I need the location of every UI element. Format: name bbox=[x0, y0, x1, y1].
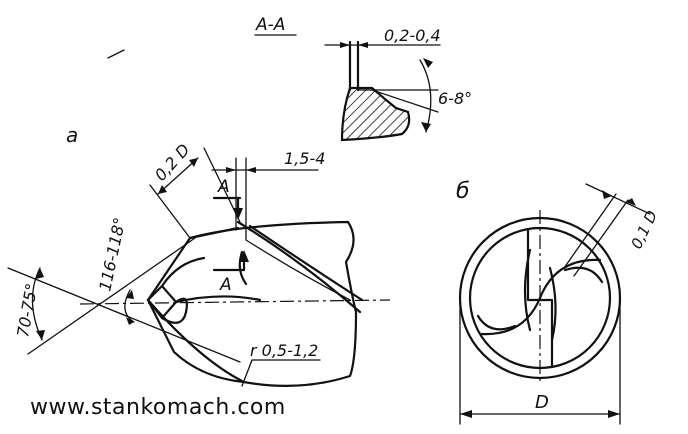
angle-116-arc bbox=[124, 289, 135, 323]
dim-01d-line bbox=[585, 183, 651, 215]
section-mark-bottom: А bbox=[219, 275, 232, 295]
section-mark-top-arrow bbox=[233, 208, 243, 220]
drill-tip-chisel bbox=[146, 284, 178, 320]
section-title: А-А bbox=[255, 15, 285, 35]
section-angle-arrow-top bbox=[423, 58, 433, 68]
section-dim-arrow-right bbox=[358, 42, 368, 48]
section-angle-arc bbox=[419, 59, 432, 133]
section-dim-angle: 6-8° bbox=[438, 89, 472, 108]
section-dim-width: 0,2-0,4 bbox=[384, 26, 441, 45]
dim-15-4: 1,5-4 bbox=[284, 149, 325, 168]
angle-construction-line-lower bbox=[7, 267, 241, 363]
section-dim-arrow-left bbox=[340, 42, 350, 48]
dim-15-4-arrow-right bbox=[246, 167, 256, 173]
end-view-margin-upper bbox=[563, 266, 604, 284]
view-a-label: а bbox=[66, 123, 78, 147]
dim-d-arrow-right bbox=[608, 410, 620, 418]
section-angle-arrow-bottom bbox=[421, 122, 431, 132]
angle-70-arrow-bottom bbox=[36, 330, 45, 340]
drill-lower-edge bbox=[146, 298, 246, 384]
dim-15-4-arrow-left bbox=[226, 167, 236, 173]
angle-116-arrow-top bbox=[126, 290, 134, 299]
angle-116-arrow-bottom bbox=[126, 317, 134, 325]
dim-02d-line bbox=[157, 157, 199, 195]
dim-d-arrow-left bbox=[460, 410, 472, 418]
section-a-a: А-А 0,2-0,4 6-8° bbox=[254, 15, 472, 142]
section-angle-line bbox=[371, 89, 439, 113]
drill-tip-web bbox=[174, 295, 262, 304]
section-hatched-profile bbox=[340, 86, 411, 142]
end-view-flute-upper bbox=[538, 258, 602, 300]
angle-70-arrow-top bbox=[36, 268, 44, 279]
angle-70-75: 70-75° bbox=[13, 282, 41, 339]
dim-01d: 0,1 D bbox=[627, 208, 661, 252]
view-b-drill-end: б 0,1 D D bbox=[456, 179, 661, 425]
dim-02d: 0,2 D bbox=[151, 140, 194, 185]
section-mark-top: А bbox=[217, 177, 230, 197]
end-view-flute-lower bbox=[480, 296, 542, 336]
drill-body-outline bbox=[146, 220, 358, 387]
drill-flute-1 bbox=[236, 220, 362, 314]
dim-01d-arrow-1 bbox=[602, 190, 612, 199]
drill-tip-edge-upper bbox=[160, 256, 206, 288]
drill-upper-lip bbox=[188, 226, 240, 240]
section-mark-bottom-arrow bbox=[239, 250, 249, 262]
dim-01d-ext-2 bbox=[573, 199, 629, 277]
radius-leader bbox=[241, 359, 253, 387]
view-a-drill-side: а 70-75° 116-118° 0,2 bbox=[7, 123, 391, 387]
end-view-margin-lower bbox=[476, 314, 517, 331]
angle-116-118: 116-118° bbox=[95, 216, 129, 293]
stray-mark bbox=[107, 49, 125, 59]
dim-02d-ext-2 bbox=[149, 184, 191, 239]
dim-02d-arrow-2 bbox=[158, 185, 167, 194]
end-view-land-right bbox=[548, 266, 557, 342]
dim-d: D bbox=[535, 392, 549, 413]
dim-02d-arrow-1 bbox=[189, 158, 198, 167]
dim-01d-arrow-2 bbox=[626, 198, 636, 206]
radius-note: r 0,5-1,2 bbox=[250, 341, 318, 360]
angle-construction-line-upper bbox=[27, 237, 196, 355]
drill-tip-edge-lower bbox=[160, 297, 188, 324]
end-view-land-left bbox=[523, 248, 532, 332]
view-b-label: б bbox=[456, 179, 470, 204]
drill-axis bbox=[79, 299, 391, 305]
watermark: www.stankomach.com bbox=[30, 395, 286, 420]
drill-flute-3 bbox=[245, 239, 351, 301]
dim-01d-ext-1 bbox=[563, 193, 617, 269]
drill-flute-2 bbox=[248, 224, 364, 302]
